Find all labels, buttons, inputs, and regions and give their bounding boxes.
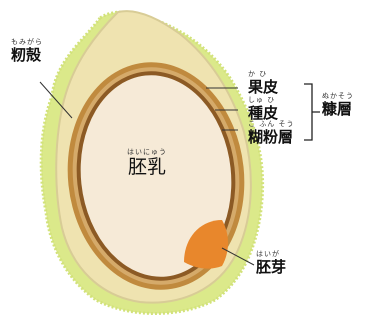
seed-coat-label: しゅ ひ 種皮 bbox=[248, 96, 278, 121]
pericarp-text: 果皮 bbox=[248, 79, 278, 95]
pericarp-label: か ひ 果皮 bbox=[248, 70, 278, 95]
embryo-text: 胚芽 bbox=[256, 259, 286, 275]
husk-label: もみがら 籾殻 bbox=[11, 38, 43, 63]
endosperm-label: はいにゅう 胚乳 bbox=[127, 148, 167, 178]
embryo-label: はいが 胚芽 bbox=[256, 250, 286, 275]
husk-text: 籾殻 bbox=[11, 47, 43, 63]
seed-coat-text: 種皮 bbox=[248, 105, 278, 121]
bran-bracket bbox=[304, 84, 320, 140]
aleurone-text: 糊粉層 bbox=[248, 129, 294, 145]
endosperm-text: 胚乳 bbox=[127, 157, 167, 178]
bran-label: ぬかそう 糠層 bbox=[322, 92, 354, 117]
aleurone-label: こ ふん そう 糊粉層 bbox=[248, 120, 294, 145]
bran-text: 糠層 bbox=[322, 101, 354, 117]
